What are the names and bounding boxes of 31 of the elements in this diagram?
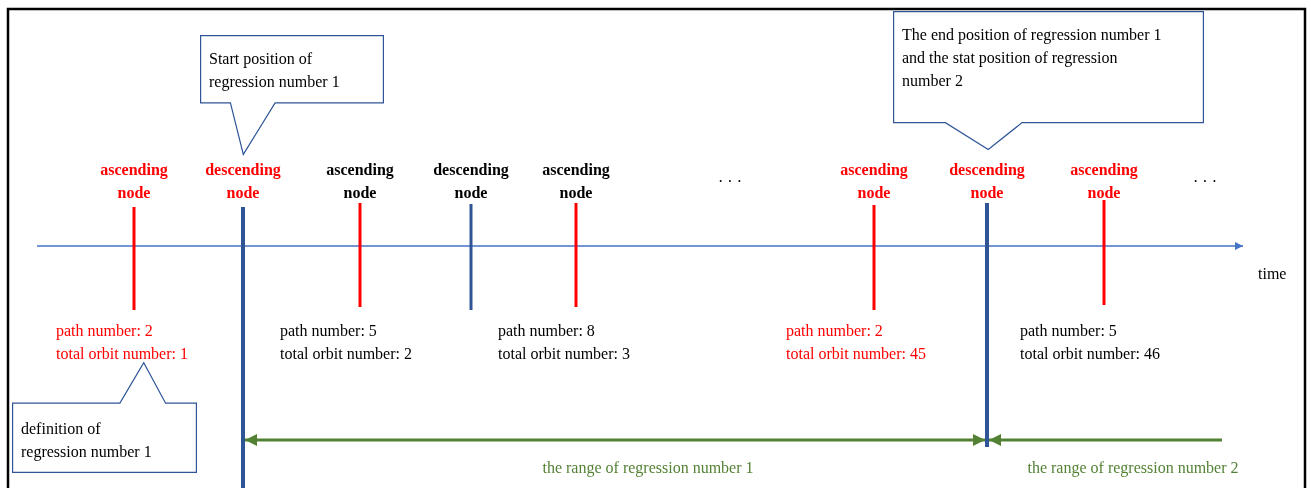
path-number: path number: 5 xyxy=(1020,321,1117,342)
orbit-number: total orbit number: 3 xyxy=(498,344,630,364)
node-label: ascending node xyxy=(541,160,611,203)
callout-text: definition of regression number 1 xyxy=(21,419,153,463)
node-label: ascending node xyxy=(325,160,395,203)
path-number: path number: 5 xyxy=(280,321,377,342)
callout-text: Start position of regression number 1 xyxy=(209,49,341,93)
orbit-number: total orbit number: 1 xyxy=(56,344,188,364)
ellipsis: · · · xyxy=(718,172,742,192)
node-label: descending node xyxy=(948,160,1026,203)
node-label: ascending node xyxy=(99,160,169,203)
range-arrow xyxy=(989,434,1222,446)
ellipsis: · · · xyxy=(1193,172,1217,192)
node-label: ascending node xyxy=(839,160,909,203)
path-number: path number: 2 xyxy=(786,321,883,342)
callout-box xyxy=(893,11,1204,151)
node-label: descending node xyxy=(204,160,282,203)
node-label: descending node xyxy=(432,160,510,203)
callout-box xyxy=(12,362,197,473)
range-arrow xyxy=(245,434,985,446)
callout-box xyxy=(200,35,384,156)
orbit-number: total orbit number: 46 xyxy=(1020,344,1160,364)
orbit-number: total orbit number: 2 xyxy=(280,344,412,364)
orbit-number: total orbit number: 45 xyxy=(786,344,926,364)
range-label: the range of regression number 2 xyxy=(1027,458,1239,479)
path-number: path number: 2 xyxy=(56,321,153,342)
callout-text: The end position of regression number 1 and the stat position of regression number 2 xyxy=(902,25,1163,91)
axis-label: time xyxy=(1258,264,1287,284)
node-label: ascending node xyxy=(1069,160,1139,203)
path-number: path number: 8 xyxy=(498,321,595,342)
range-label: the range of regression number 1 xyxy=(542,458,754,479)
